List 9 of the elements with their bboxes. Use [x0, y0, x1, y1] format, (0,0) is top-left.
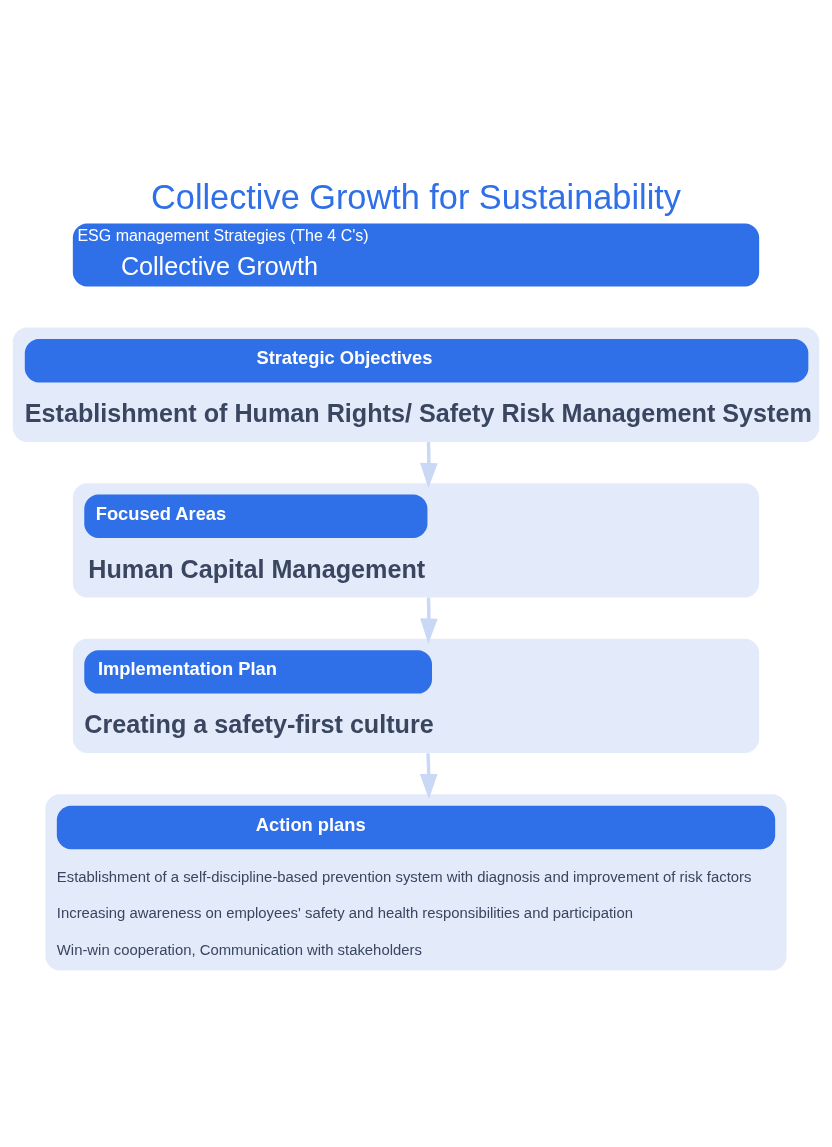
node-box: Strategic Objectives Establishment of Human Rights/ Safety Risk Management System [12, 327, 820, 442]
node-box: Action plans Establishment of a self-discipline-based prevention system with diagnosis and improvement of risk factors Increasing awareness on employees' safety and health responsibilities and participation Win-win cooperation, Communication with stakeholders [45, 794, 787, 971]
node-box: Focused Areas Human Capital Management [72, 483, 760, 598]
arrow [420, 597, 438, 644]
arrow [419, 753, 438, 800]
diagram-title: Collective Growth for Sustainability [151, 177, 681, 216]
node-box: Implementation Plan Creating a safety-first culture [72, 638, 760, 754]
node-box: ESG management Strategies (The 4 C's) Collective Growth [72, 223, 760, 287]
arrow [420, 442, 438, 489]
